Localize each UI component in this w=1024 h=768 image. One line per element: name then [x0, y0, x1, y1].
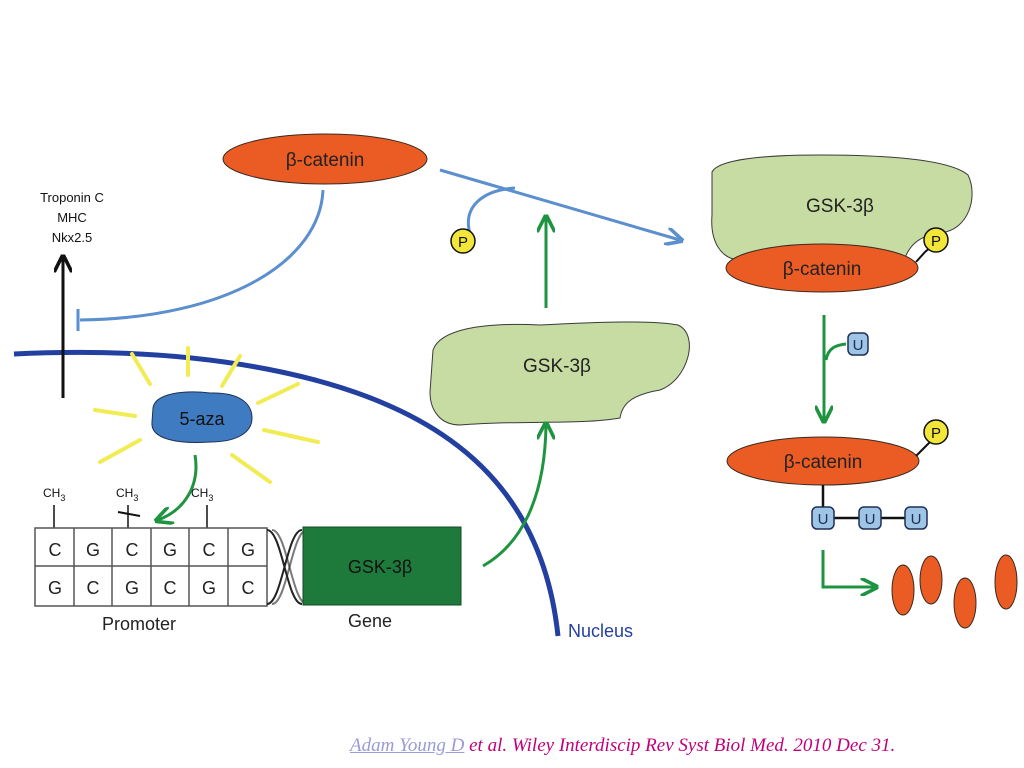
- marker-troponin-c: Troponin C: [40, 190, 104, 205]
- nucleus-membrane: [13, 349, 561, 637]
- nucleus-label: Nucleus: [568, 621, 633, 641]
- demethylation-arrow: [158, 454, 198, 520]
- top-base-6: G: [241, 540, 255, 560]
- dna-helix-twist: [266, 529, 308, 605]
- gsk3b-mid-label: GSK-3β: [523, 356, 591, 377]
- phosphate-badge-hook: P: [450, 228, 476, 254]
- citation: Adam Young D et al. Wiley Interdiscip Re…: [350, 735, 1010, 757]
- top-base-2: G: [86, 540, 100, 560]
- marker-mhc: MHC: [57, 210, 87, 225]
- expression-arrow: [482, 425, 546, 568]
- methyl-2-sub: 3: [133, 493, 138, 503]
- svg-text:CH3: CH3: [43, 486, 65, 503]
- beta-catenin-top: β-catenin: [222, 133, 428, 185]
- phosphate-badge-bottom-label: P: [931, 425, 941, 442]
- beta-catenin-top-label: β-catenin: [286, 150, 365, 171]
- bottom-base-5: G: [202, 578, 216, 598]
- gene-box-label: GSK-3β: [348, 557, 412, 577]
- top-base-5: C: [203, 540, 216, 560]
- bottom-base-4: C: [164, 578, 177, 598]
- top-base-1: C: [49, 540, 62, 560]
- phosphorylation-hook: [467, 186, 516, 235]
- promoter-grid: C G C G C G G C G C G C: [34, 527, 268, 607]
- gsk3b-mid: GSK-3β: [429, 321, 690, 426]
- methyl-groups: CH3 CH3 CH3: [43, 486, 213, 528]
- ubiquitin-chain: U U U: [811, 485, 928, 530]
- ubiquitin-chain-u2: U: [865, 511, 876, 528]
- gsk3b-right-label: GSK-3β: [806, 196, 874, 217]
- marker-nkx25: Nkx2.5: [52, 230, 92, 245]
- inhibition-line: [79, 189, 325, 322]
- bottom-base-3: G: [125, 578, 139, 598]
- aza-label: 5-aza: [179, 409, 225, 429]
- gene-box: GSK-3β: [302, 526, 462, 606]
- beta-catenin-bottom: β-catenin P: [726, 419, 949, 486]
- beta-catenin-complex-label: β-catenin: [783, 259, 862, 280]
- binding-arrow: [439, 168, 680, 240]
- promoter-label: Promoter: [102, 614, 176, 634]
- gene-label: Gene: [348, 611, 392, 631]
- methyl-1: CH: [43, 486, 60, 500]
- degradation-arrow: [821, 550, 875, 587]
- aza-node: 5-aza: [151, 391, 253, 443]
- ubiquitin-badge-attach: U: [847, 332, 869, 356]
- phosphate-badge-complex-label: P: [931, 233, 941, 250]
- degraded-fragments: [891, 554, 1018, 629]
- bottom-base-2: C: [87, 578, 100, 598]
- marker-genes: Troponin C MHC Nkx2.5: [40, 190, 104, 245]
- citation-text: et al. Wiley Interdiscip Rev Syst Biol M…: [464, 735, 896, 756]
- ubiquitin-chain-u3: U: [911, 511, 922, 528]
- citation-author-link[interactable]: Adam Young D: [350, 735, 465, 756]
- bottom-base-6: C: [242, 578, 255, 598]
- svg-text:CH3: CH3: [116, 486, 138, 503]
- ubiquitin-chain-u1: U: [818, 511, 829, 528]
- gsk3b-complex: GSK-3β β-catenin P: [711, 154, 973, 293]
- beta-catenin-bottom-label: β-catenin: [784, 452, 863, 473]
- phosphate-badge-hook-label: P: [458, 234, 468, 251]
- methyl-1-sub: 3: [60, 493, 65, 503]
- methyl-3: CH: [191, 486, 208, 500]
- aza-rays: [93, 346, 320, 484]
- methyl-3-sub: 3: [208, 493, 213, 503]
- methyl-2: CH: [116, 486, 133, 500]
- ubiquitin-badge-attach-label: U: [853, 337, 864, 354]
- bottom-base-1: G: [48, 578, 62, 598]
- top-base-4: G: [163, 540, 177, 560]
- top-base-3: C: [126, 540, 139, 560]
- svg-text:CH3: CH3: [191, 486, 213, 503]
